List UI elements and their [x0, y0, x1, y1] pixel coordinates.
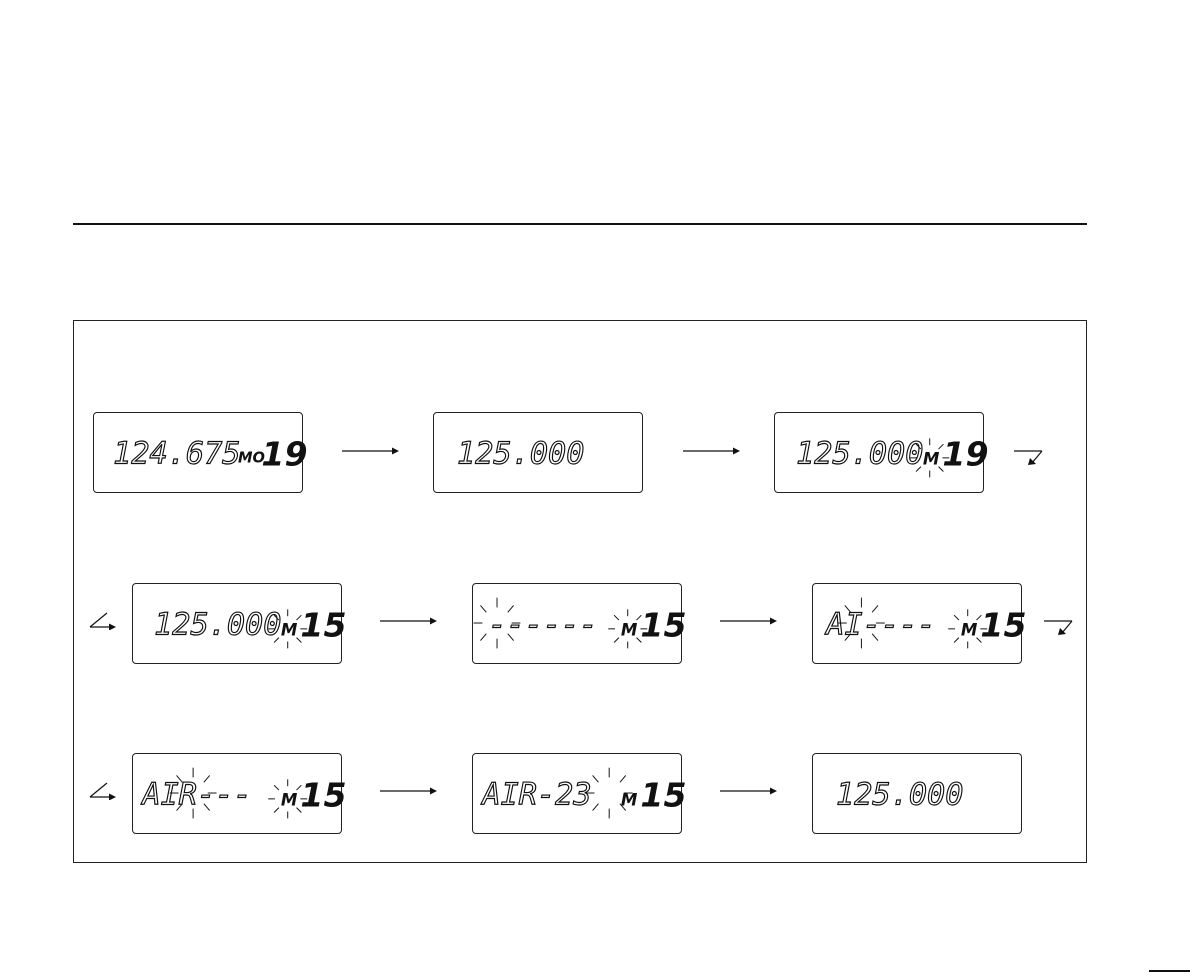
lcd-display-step-3: 125.000 M 19 — [774, 412, 984, 493]
lcd-frequency: 125.000 — [836, 778, 963, 813]
mode-indicator: M — [281, 791, 298, 810]
lcd-display-step-5: ------ M 15 — [472, 583, 682, 664]
channel-number: 19 — [261, 435, 307, 474]
lcd-display-step-1: 124.675 MO 19 — [93, 412, 303, 493]
lcd-display-step-6: AI---- M 15 — [812, 583, 1022, 664]
continue-from-icon — [87, 610, 119, 630]
lcd-frequency: AIR-23 — [480, 778, 591, 813]
lcd-content: 124.675 MO 19 — [94, 413, 302, 492]
step-arrow — [720, 785, 778, 797]
lcd-display-step-7: AIR--- M 15 — [132, 753, 342, 834]
channel-number: 15 — [640, 776, 686, 815]
channel-number: 15 — [300, 606, 346, 645]
lcd-frequency: AI---- — [824, 608, 935, 643]
mode-indicator: M — [961, 621, 978, 640]
lcd-content: AI---- M 15 — [813, 584, 1021, 663]
header-rule — [73, 223, 1087, 225]
mode-indicator: M — [923, 450, 940, 469]
step-arrow — [683, 445, 741, 457]
lcd-content: 125.000 — [434, 413, 642, 492]
lcd-content: AIR--- M 15 — [133, 754, 341, 833]
step-arrow — [342, 445, 400, 457]
lcd-content: 125.000 — [813, 754, 1021, 833]
lcd-display-step-9: 125.000 — [812, 753, 1022, 834]
lcd-frequency: ------ — [488, 608, 597, 643]
lcd-frequency: AIR--- — [140, 778, 251, 813]
lcd-frequency: 125.000 — [796, 437, 923, 472]
lcd-content: ------ M 15 — [473, 584, 681, 663]
lcd-display-step-8: AIR-23 M 15 — [472, 753, 682, 834]
mode-indicator: M — [281, 621, 298, 640]
lcd-content: 125.000 M 15 — [133, 584, 341, 663]
continue-arrow-icon — [1044, 617, 1076, 637]
mode-indicator: M — [621, 791, 638, 810]
step-arrow — [720, 615, 778, 627]
channel-number: 15 — [300, 776, 346, 815]
step-arrow — [380, 785, 438, 797]
lcd-frequency: 125.000 — [154, 608, 281, 643]
channel-number: 15 — [640, 606, 686, 645]
mode-indicator: M — [621, 621, 638, 640]
lcd-frequency: 125.000 — [457, 437, 584, 472]
continue-arrow-icon — [1014, 447, 1046, 467]
step-arrow — [380, 615, 438, 627]
lcd-content: AIR-23 M 15 — [473, 754, 681, 833]
page-edge-tab — [1149, 970, 1190, 972]
lcd-frequency: 124.675 — [113, 437, 240, 472]
lcd-display-step-4: 125.000 M 15 — [132, 583, 342, 664]
channel-number: 19 — [942, 435, 988, 474]
lcd-display-step-2: 125.000 — [433, 412, 643, 493]
channel-number: 15 — [980, 606, 1026, 645]
lcd-content: 125.000 M 19 — [775, 413, 983, 492]
continue-from-icon — [87, 780, 119, 800]
